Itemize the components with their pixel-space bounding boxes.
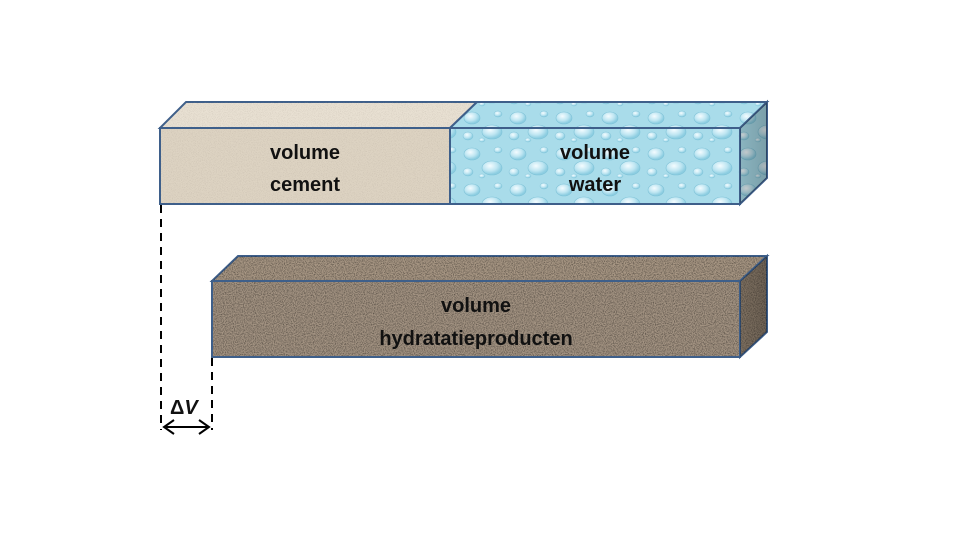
cement-block: volume cement: [157, 101, 480, 205]
cement-label-line2: cement: [270, 174, 340, 196]
water-label-line2: water: [568, 174, 621, 196]
hydration-label-line2: hydratatieproducten: [379, 328, 572, 350]
delta-symbol: Δ: [170, 397, 184, 419]
delta-v-arrowhead-right: [198, 419, 211, 435]
water-block: volume water: [447, 99, 770, 207]
hydration-products-block: volume hydratatieproducten: [209, 253, 770, 360]
delta-v-arrowhead-left: [162, 419, 175, 435]
water-block-top: [447, 101, 770, 129]
delta-v-indicator: ΔV: [160, 205, 213, 435]
water-label-line1: volume: [560, 142, 630, 164]
hydration-label-line1: volume: [441, 295, 511, 317]
delta-variable: V: [184, 397, 199, 419]
cement-label-line1: volume: [270, 142, 340, 164]
delta-v-label: ΔV: [170, 397, 199, 419]
